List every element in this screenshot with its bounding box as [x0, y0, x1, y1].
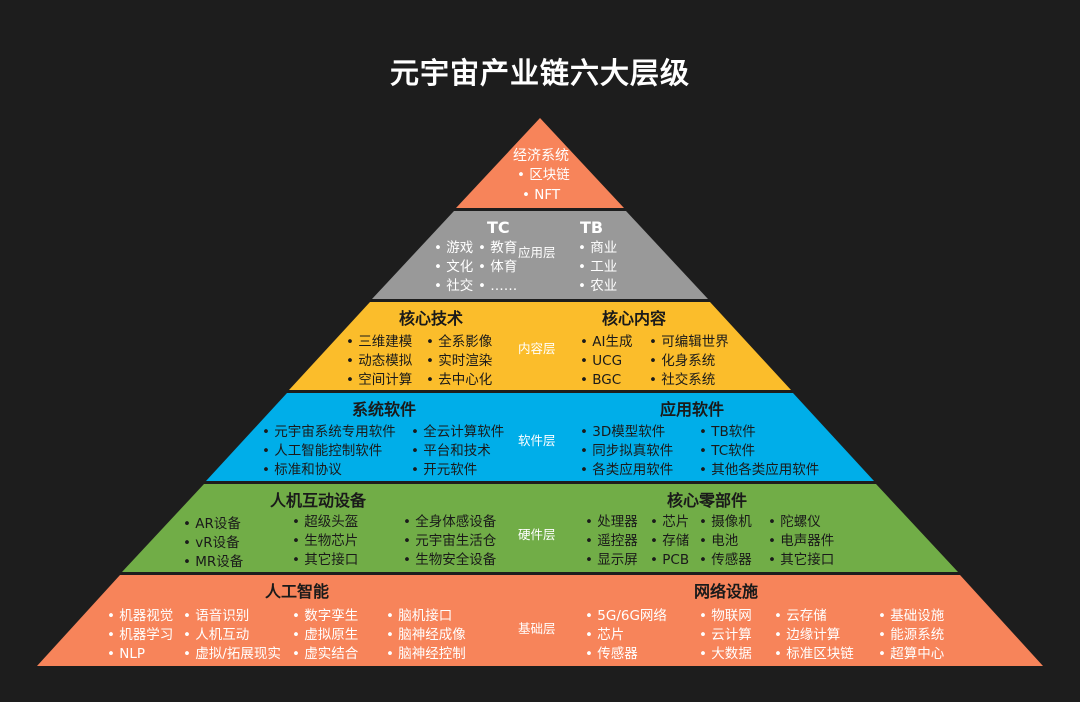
app-software-item: 其他各类应用软件 [699, 461, 819, 480]
tc-item: 社交 [434, 277, 473, 296]
core-part-item: 其它接口 [768, 551, 834, 570]
core-content-item: BGC [580, 371, 621, 390]
core-tech-heading: 核心技术 [399, 309, 464, 328]
economy-layer-shape [456, 118, 624, 208]
app-software-item: TC软件 [699, 442, 755, 461]
core-part-item: 电声器件 [768, 532, 834, 551]
tb-item: 商业 [578, 239, 617, 258]
core-content-item: 化身系统 [649, 352, 715, 371]
ai-item: 机器学习 [107, 626, 173, 645]
system-software-item: 平台和技术 [411, 442, 491, 461]
core-content-item: 可编辑世界 [649, 333, 729, 352]
network-item: 云计算 [699, 626, 752, 645]
network-item: 基础设施 [878, 607, 944, 626]
hci-device-heading: 人机互动设备 [270, 491, 367, 510]
core-tech-item: 三维建模 [346, 333, 412, 352]
ai-item: 虚拟/拓展现实 [183, 645, 281, 664]
core-tech-item: 实时渲染 [426, 352, 492, 371]
hci-device-item: 其它接口 [292, 551, 358, 570]
core-tech-item: 空间计算 [346, 371, 412, 390]
hci-device-item: MR设备 [183, 553, 243, 572]
network-item: 云存储 [774, 607, 827, 626]
network-item: 边缘计算 [774, 626, 840, 645]
ai-item: 虚拟原生 [292, 626, 358, 645]
tb-item: 工业 [578, 258, 617, 277]
ai-item: 脑机接口 [386, 607, 452, 626]
hci-device-item: vR设备 [183, 534, 239, 553]
core-part-item: 遥控器 [585, 532, 638, 551]
economy-item: 区块链 [517, 166, 570, 185]
tc-item: 文化 [434, 258, 473, 277]
app-software-item: 同步拟真软件 [580, 442, 673, 461]
ai-item: 人机互动 [183, 626, 249, 645]
economy-item: NFT [522, 186, 560, 205]
core-content-heading: 核心内容 [602, 309, 667, 328]
tb-heading: TB [580, 218, 604, 237]
hci-device-item: AR设备 [183, 515, 241, 534]
network-item: 5G/6G网络 [585, 607, 667, 626]
economy-heading: 经济系统 [513, 148, 569, 164]
network-item: 传感器 [585, 645, 638, 664]
software-layer-label: 软件层 [518, 433, 556, 448]
system-software-item: 开元软件 [411, 461, 477, 480]
core-content-item: AI生成 [580, 333, 632, 352]
hci-device-item: 元宇宙生活仓 [403, 532, 496, 551]
core-part-item: 陀螺仪 [768, 513, 821, 532]
tc-item: …… [478, 277, 517, 296]
core-tech-item: 动态模拟 [346, 352, 412, 371]
app-software-item: TB软件 [699, 423, 756, 442]
network-heading: 网络设施 [694, 582, 759, 601]
tc-heading: TC [487, 218, 510, 237]
tc-item: 教育 [478, 239, 517, 258]
system-software-item: 人工智能控制软件 [262, 442, 382, 461]
core-part-item: 处理器 [585, 513, 638, 532]
tc-item: 游戏 [434, 239, 473, 258]
ai-item: 脑神经成像 [386, 626, 466, 645]
network-item: 标准区块链 [774, 645, 854, 664]
system-software-item: 全云计算软件 [411, 423, 504, 442]
core-part-item: 传感器 [699, 551, 752, 570]
core-content-item: 社交系统 [649, 371, 715, 390]
ai-item: NLP [107, 645, 145, 664]
tc-item: 体育 [478, 258, 517, 277]
app-software-item: 各类应用软件 [580, 461, 673, 480]
core-parts-heading: 核心零部件 [667, 491, 748, 510]
core-part-item: PCB [650, 551, 689, 570]
app-software-heading: 应用软件 [660, 400, 725, 419]
tb-item: 农业 [578, 277, 617, 296]
core-content-item: UCG [580, 352, 622, 371]
ai-item: 虚实结合 [292, 645, 358, 664]
app-software-item: 3D模型软件 [580, 423, 665, 442]
network-item: 超算中心 [878, 645, 944, 664]
hci-device-item: 生物安全设备 [403, 551, 496, 570]
hardware-layer-label: 硬件层 [518, 527, 556, 542]
core-part-item: 电池 [699, 532, 738, 551]
system-software-heading: 系统软件 [352, 400, 417, 419]
content-layer-label: 内容层 [518, 341, 556, 356]
system-software-item: 元宇宙系统专用软件 [262, 423, 396, 442]
network-item: 物联网 [699, 607, 752, 626]
hci-device-item: 全身体感设备 [403, 513, 496, 532]
ai-item: 机器视觉 [107, 607, 173, 626]
network-item: 芯片 [585, 626, 624, 645]
core-part-item: 显示屏 [585, 551, 638, 570]
core-tech-item: 全系影像 [426, 333, 492, 352]
core-part-item: 存储 [650, 532, 689, 551]
ai-heading: 人工智能 [265, 582, 330, 601]
core-part-item: 摄像机 [699, 513, 752, 532]
ai-item: 数字孪生 [292, 607, 358, 626]
network-item: 能源系统 [878, 626, 944, 645]
hci-device-item: 超级头盔 [292, 513, 358, 532]
core-part-item: 芯片 [650, 513, 689, 532]
network-item: 大数据 [699, 645, 752, 664]
ai-item: 脑神经控制 [386, 645, 466, 664]
core-tech-item: 去中心化 [426, 371, 492, 390]
system-software-item: 标准和协议 [262, 461, 342, 480]
page-title: 元宇宙产业链六大层级 [389, 56, 690, 90]
application-layer-label: 应用层 [518, 245, 556, 260]
hci-device-item: 生物芯片 [292, 532, 358, 551]
infrastructure-layer-label: 基础层 [518, 621, 556, 636]
ai-item: 语音识别 [183, 607, 249, 626]
